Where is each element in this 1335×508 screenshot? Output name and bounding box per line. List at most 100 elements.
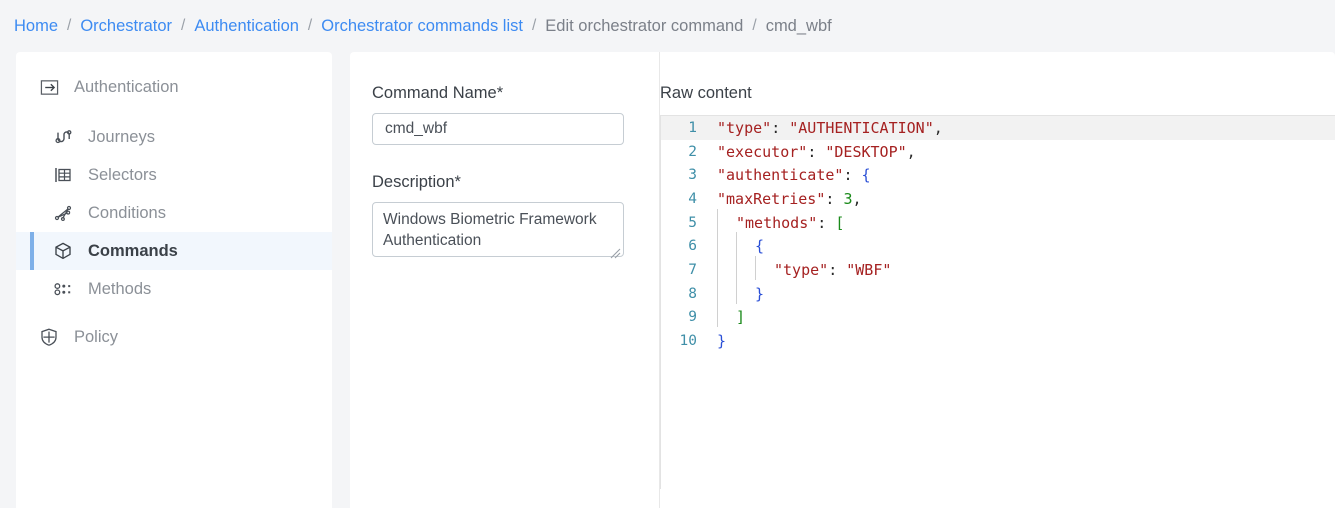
sidebar-item-label: Methods [88, 279, 152, 298]
indent-guide [736, 232, 755, 257]
command-name-label: Command Name* [372, 84, 504, 102]
sidebar-item-commands[interactable]: Commands [16, 232, 332, 270]
indent-guide [755, 255, 774, 280]
command-name-input[interactable] [372, 113, 624, 145]
journeys-icon [52, 126, 74, 148]
code-line-text: "maxRetries": 3, [709, 190, 1335, 208]
code-token: "executor" [717, 142, 808, 161]
description-textarea[interactable] [372, 202, 624, 257]
breadcrumb-item-home[interactable]: Home [14, 16, 59, 35]
breadcrumb-separator: / [531, 17, 537, 34]
line-number: 2 [688, 143, 697, 160]
sidebar-divider-space [16, 308, 332, 318]
breadcrumb-separator: / [307, 17, 313, 34]
code-line: 9 ] [661, 303, 1335, 330]
sidebar-item-conditions[interactable]: Conditions [16, 194, 332, 232]
breadcrumb-separator: / [67, 17, 72, 34]
sidebar-item-methods[interactable]: Methods [16, 270, 332, 308]
code-line: 1 "type": "AUTHENTICATION", [661, 116, 1335, 140]
breadcrumb: Home / Orchestrator / Authentication / Orchest… [0, 0, 1335, 52]
shield-icon [38, 326, 60, 348]
code-editor[interactable]: 1 "type": "AUTHENTICATION", 2 "executor": "… [660, 115, 1335, 489]
code-token: ] [736, 308, 746, 327]
sidebar-item-policy[interactable]: Policy [16, 318, 332, 356]
code-line: 2 "executor": "DESKTOP", [661, 140, 1335, 164]
code-line-text: "type": "WBF" [709, 255, 1335, 280]
line-number: 5 [688, 214, 697, 231]
login-arrow-icon [38, 76, 60, 98]
sidebar-item-label: Commands [88, 241, 178, 260]
methods-dots-icon [52, 278, 74, 300]
code-line: 4 "maxRetries": 3, [661, 187, 1335, 211]
code-line-text: } [709, 332, 1335, 350]
code-line-text: "executor": "DESKTOP", [709, 143, 1335, 161]
line-number: 7 [688, 261, 697, 278]
indent-guide [717, 279, 736, 304]
command-form: Command Name* Description* [350, 52, 660, 508]
commands-cube-icon [52, 240, 74, 262]
breadcrumb-separator: / [752, 17, 757, 34]
line-number: 8 [688, 285, 697, 302]
code-line: 5 "methods": [ [661, 208, 1335, 235]
code-token: : [807, 142, 826, 161]
sidebar-header: Authentication [16, 68, 332, 106]
code-token: : [771, 118, 790, 137]
code-token: } [755, 284, 765, 303]
conditions-icon [52, 202, 74, 224]
indent-guide [736, 255, 755, 280]
code-token: , [933, 118, 943, 137]
code-token: "methods" [736, 213, 818, 232]
code-line-text: ] [709, 303, 1335, 328]
line-number: 9 [688, 309, 697, 326]
line-number: 10 [679, 333, 697, 350]
raw-content-label: Raw content [660, 84, 752, 102]
sidebar-item-label: Conditions [88, 203, 166, 222]
code-line-text: { [709, 232, 1335, 257]
line-number: 4 [688, 190, 697, 207]
indent-guide [717, 255, 736, 280]
description-label: Description* [372, 173, 461, 191]
code-token: : [817, 213, 836, 232]
code-token: 3 [843, 189, 853, 208]
code-token: "type" [717, 118, 772, 137]
code-line: 7 "type": "WBF" [661, 255, 1335, 282]
indent-guide [717, 208, 736, 233]
code-token: "maxRetries" [717, 189, 826, 208]
sidebar-item-policy-label: Policy [74, 327, 119, 346]
code-token: , [906, 142, 916, 161]
code-line: 3 "authenticate": { [661, 163, 1335, 187]
breadcrumb-item-authentication[interactable]: Authentication [194, 16, 299, 35]
sidebar-item-selectors[interactable]: Selectors [16, 156, 332, 194]
code-line-text: } [709, 279, 1335, 304]
code-token: "WBF" [846, 260, 892, 279]
sidebar-header-label: Authentication [74, 77, 179, 96]
code-line-text: "type": "AUTHENTICATION", [709, 119, 1335, 137]
code-line: 8 } [661, 279, 1335, 306]
code-token: } [717, 332, 727, 351]
line-number: 6 [688, 238, 697, 255]
code-line: 10} [661, 329, 1335, 353]
breadcrumb-item-edit-orchestrator-command: Edit orchestrator command [545, 16, 744, 35]
line-number: 3 [688, 167, 697, 184]
breadcrumb-item-cmd-wbf: cmd_wbf [765, 16, 832, 35]
code-token: "authenticate" [717, 166, 844, 185]
indent-guide [736, 279, 755, 304]
raw-content-section: Raw content 1 "type": "AUTHENTICATION", 2 "… [660, 52, 1335, 508]
description-field-group: Description* [372, 173, 659, 262]
code-token: : [843, 166, 862, 185]
breadcrumb-item-orchestrator[interactable]: Orchestrator [80, 16, 173, 35]
content-panel: Command Name* Description* Raw content 1… [350, 52, 1335, 508]
code-token: , [852, 189, 862, 208]
line-number: 1 [688, 119, 697, 136]
breadcrumb-separator: / [181, 17, 186, 34]
sidebar-item-label: Journeys [88, 127, 155, 146]
sidebar-item-journeys[interactable]: Journeys [16, 118, 332, 156]
breadcrumb-item-orchestrator-commands-list[interactable]: Orchestrator commands list [321, 16, 523, 35]
command-name-field-group: Command Name* [372, 84, 659, 145]
code-token: "AUTHENTICATION" [789, 118, 934, 137]
indent-guide [717, 232, 736, 257]
code-line-text: "authenticate": { [709, 166, 1335, 184]
